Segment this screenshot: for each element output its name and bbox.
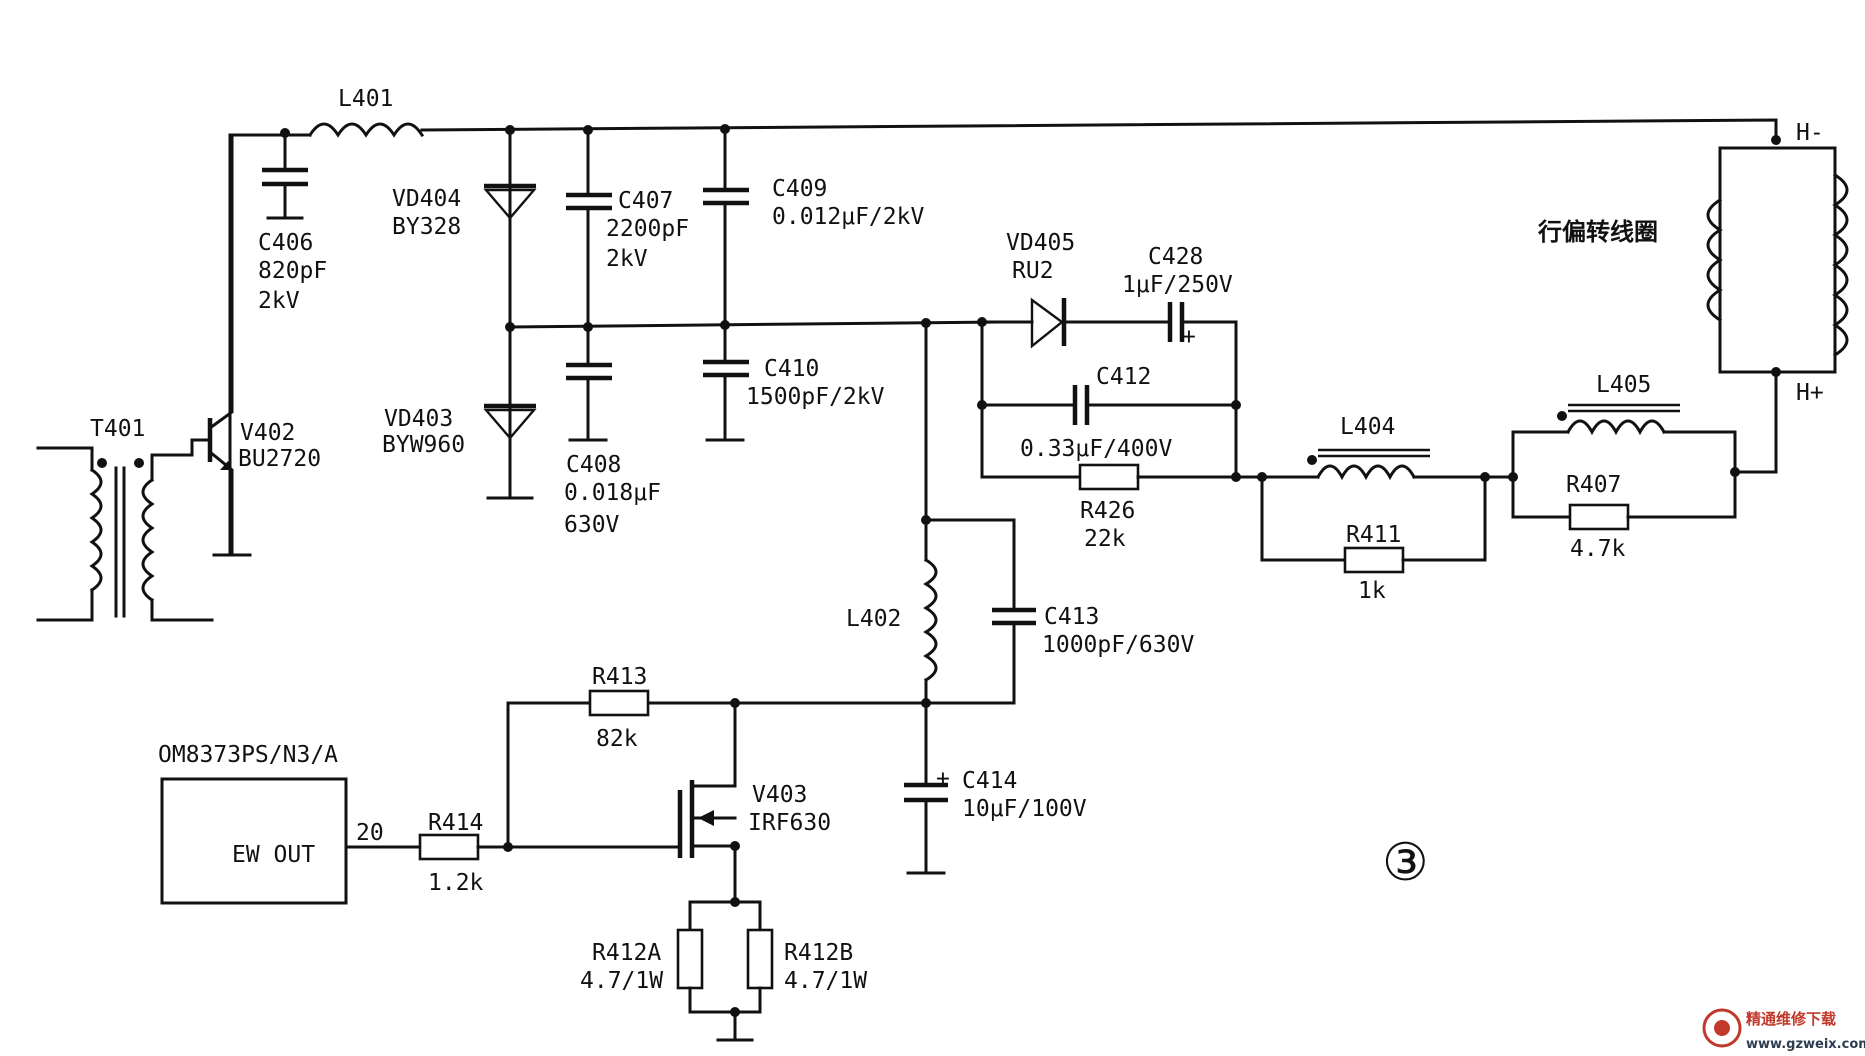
label-VD403: VD403 — [384, 406, 453, 432]
capacitor-C407 — [566, 128, 612, 329]
label-R412B: R412B — [784, 940, 853, 966]
label-C408: C408 — [566, 452, 621, 478]
deflection-yoke — [1706, 146, 1849, 374]
resistor-R426 — [1078, 463, 1140, 491]
resistor-R414 — [418, 833, 480, 861]
label-H-plus: H+ — [1796, 380, 1824, 406]
label-C414-plus: + — [936, 766, 950, 792]
label-L404: L404 — [1340, 414, 1395, 440]
inductor-L404-network — [1257, 448, 1518, 574]
label-R413: R413 — [592, 664, 647, 690]
label-C413-value: 1000pF/630V — [1042, 632, 1194, 658]
capacitor-C409 — [703, 127, 749, 327]
ic-OM8373 — [160, 777, 682, 905]
inductor-L401 — [307, 122, 425, 138]
top-rail — [228, 118, 1781, 557]
label-V402-part: BU2720 — [238, 446, 321, 472]
label-R412A-value: 4.7/1W — [580, 968, 663, 994]
inductor-L405-network — [1511, 367, 1781, 531]
resistor-R412B — [746, 928, 774, 990]
label-C406-value: 820pF — [258, 258, 327, 284]
label-C414-value: 10μF/100V — [962, 796, 1087, 822]
label-VD405: VD405 — [1006, 230, 1075, 256]
watermark-url: www.gzweix.com — [1746, 1037, 1865, 1052]
diode-VD403 — [483, 408, 537, 440]
label-C409: C409 — [772, 176, 827, 202]
label-R426: R426 — [1080, 498, 1135, 524]
resistor-R407 — [1568, 503, 1630, 531]
label-C407-value: 2200pF — [606, 216, 689, 242]
label-R413-value: 82k — [596, 726, 638, 752]
inductor-L405 — [1565, 419, 1667, 436]
inductor-L404 — [1315, 464, 1417, 481]
label-IC: OM8373PS/N3/A — [158, 742, 338, 768]
clamp-network — [977, 297, 1264, 491]
label-C406-voltage: 2kV — [258, 288, 300, 314]
label-V402: V402 — [240, 420, 295, 446]
inductor-L402 — [923, 557, 938, 683]
label-C406: C406 — [258, 230, 313, 256]
label-C407: C407 — [618, 188, 673, 214]
label-VD404: VD404 — [392, 186, 461, 212]
label-R407-value: 4.7k — [1570, 536, 1626, 562]
label-figure-number: ③ — [1382, 833, 1429, 893]
label-C413: C413 — [1044, 604, 1099, 630]
label-R407: R407 — [1566, 472, 1621, 498]
label-IC-pin: EW OUT — [232, 842, 315, 868]
label-R426-value: 22k — [1084, 526, 1126, 552]
label-C407-voltage: 2kV — [606, 246, 648, 272]
label-C412-value: 0.33μF/400V — [1020, 436, 1172, 462]
watermark-logo-icon — [1702, 1008, 1742, 1048]
label-VD404-part: BY328 — [392, 214, 461, 240]
label-IC-pin-number: 20 — [356, 820, 384, 846]
watermark: 精通维修下载 www.gzweix.com — [1702, 1008, 1865, 1052]
label-L402: L402 — [846, 606, 901, 632]
label-R411: R411 — [1346, 522, 1401, 548]
label-R412A: R412A — [592, 940, 661, 966]
mosfet-V403 — [677, 701, 740, 907]
label-C408-value: 0.018μF — [564, 480, 661, 506]
label-R412B-value: 4.7/1W — [784, 968, 867, 994]
label-C428-value: 1μF/250V — [1122, 272, 1233, 298]
label-VD405-part: RU2 — [1012, 258, 1054, 284]
capacitor-C410 — [703, 323, 749, 442]
transistor-V402 — [207, 133, 252, 557]
label-L401: L401 — [338, 86, 393, 112]
label-C410: C410 — [764, 356, 819, 382]
resistor-R413 — [588, 689, 650, 717]
label-C428: C428 — [1148, 244, 1203, 270]
diode-VD404 — [483, 188, 537, 220]
label-C409-value: 0.012μF/2kV — [772, 204, 924, 230]
source-resistors — [676, 900, 774, 1042]
label-L405: L405 — [1596, 372, 1651, 398]
label-VD403-part: BYW960 — [382, 432, 465, 458]
diode-stack — [483, 128, 537, 500]
label-R414: R414 — [428, 810, 483, 836]
component-labels: L401 C406 820pF 2kV VD404 BY328 C407 220… — [90, 86, 1824, 994]
capacitor-C406 — [262, 133, 308, 220]
label-C414: C414 — [962, 768, 1017, 794]
resistor-R412A — [676, 928, 704, 990]
label-H-minus: H- — [1796, 120, 1824, 146]
label-T401: T401 — [90, 416, 145, 442]
label-R414-value: 1.2k — [428, 870, 484, 896]
label-deflection-coil: 行偏转线圈 — [1537, 218, 1658, 246]
capacitor-C408 — [566, 325, 612, 442]
label-V403-part: IRF630 — [748, 810, 831, 836]
resistor-R411 — [1343, 546, 1405, 574]
label-C412: C412 — [1096, 364, 1151, 390]
diode-VD405 — [1030, 297, 1064, 349]
label-C410-value: 1500pF/2kV — [746, 384, 885, 410]
label-C428-plus: + — [1182, 324, 1196, 350]
transformer-T401 — [36, 438, 214, 622]
label-C408-voltage: 630V — [564, 512, 620, 538]
watermark-site: 精通维修下载 — [1746, 1010, 1836, 1028]
label-V403: V403 — [752, 782, 807, 808]
label-R411-value: 1k — [1358, 578, 1386, 604]
